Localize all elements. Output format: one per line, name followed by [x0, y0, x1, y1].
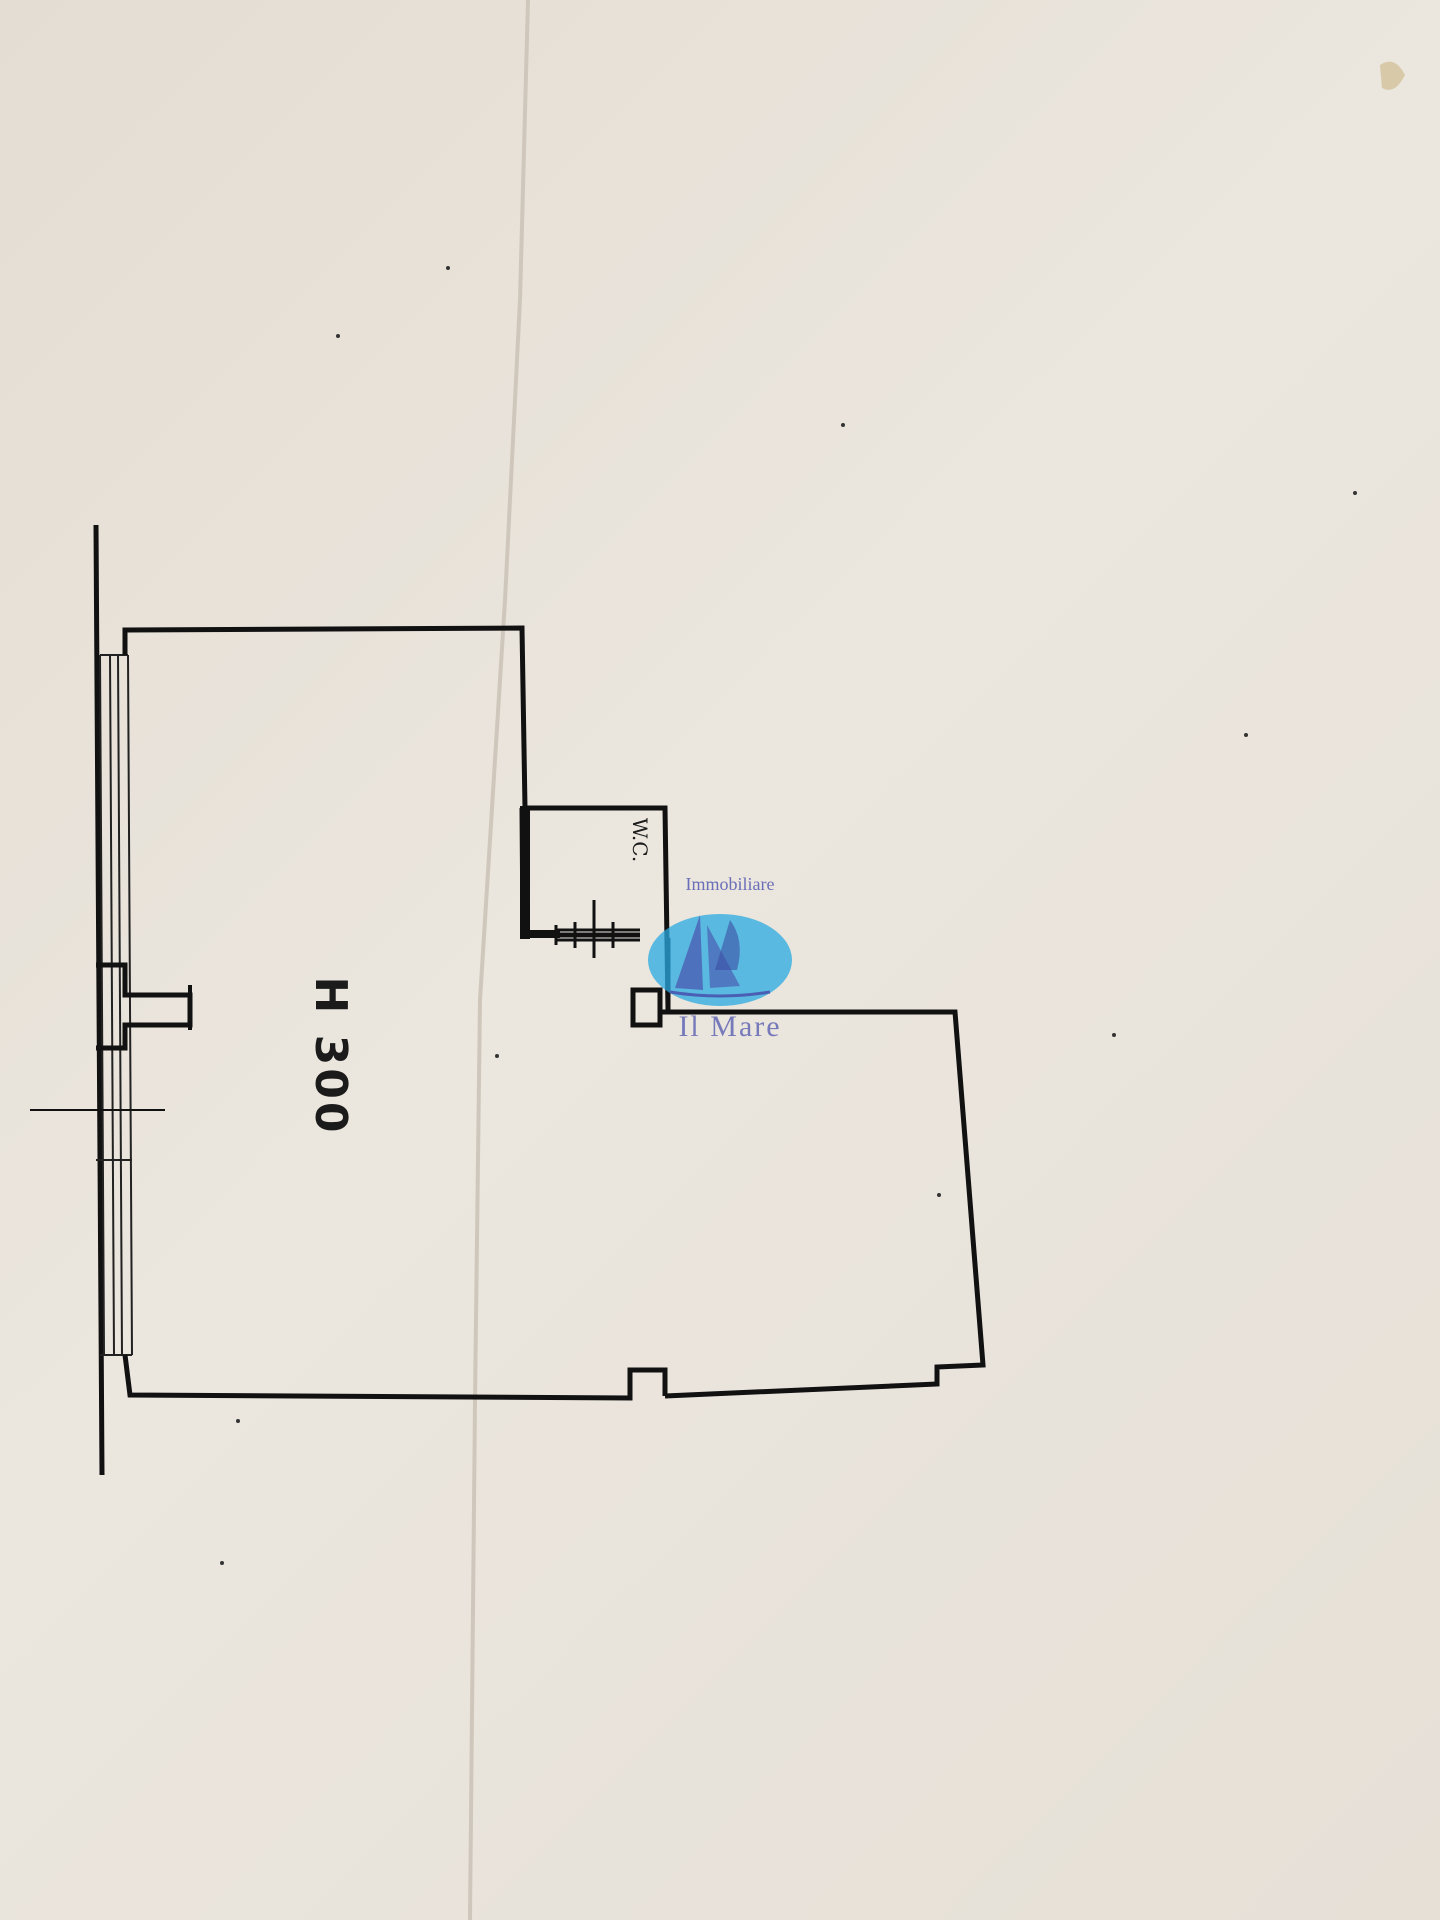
- wc-label: W.C.: [628, 817, 652, 863]
- exterior-wall-line: [93, 524, 105, 1476]
- agency-watermark: Immobiliare Il Mare: [640, 870, 820, 1050]
- sailboat-logo-icon: [648, 914, 792, 1006]
- wc-door: [554, 900, 640, 958]
- room-height-label: H 300: [305, 976, 356, 1136]
- right-room-outline: [660, 1009, 986, 1399]
- small-pillar: [630, 987, 663, 1028]
- watermark-top-text: Immobiliare: [685, 874, 775, 894]
- window-band: [96, 654, 133, 1356]
- wc-wall: [520, 806, 530, 939]
- watermark-bottom-text: Il Mare: [678, 1010, 782, 1043]
- paper-fold-line: [468, 0, 530, 1920]
- bottom-wall: [122, 1354, 668, 1401]
- room-outline: [122, 625, 671, 1011]
- wc-wall-bottom: [520, 930, 560, 938]
- stain: [1380, 61, 1405, 90]
- paper-specks: [220, 266, 1357, 1565]
- wall-pillar: [96, 962, 193, 1051]
